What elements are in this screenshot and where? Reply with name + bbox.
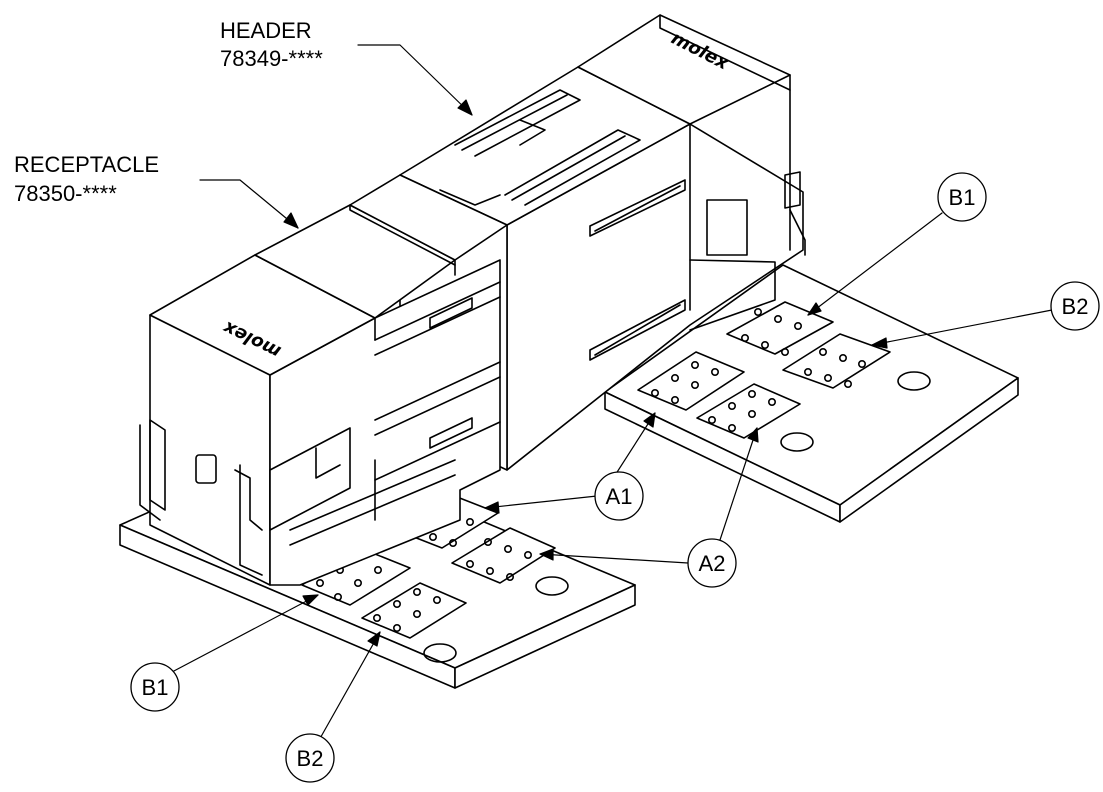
- right-pcb: [604, 264, 1019, 523]
- bubble-label: A1: [606, 484, 633, 509]
- pad-array-a1-right: [637, 351, 745, 411]
- pad-array-b2-right: [782, 333, 891, 389]
- bubble-b2-left: B2: [285, 733, 335, 783]
- receptacle-part-number: 78350-****: [14, 181, 117, 206]
- mounting-hole: [897, 371, 931, 391]
- pad-array-a2-right: [696, 383, 801, 439]
- header-title: HEADER: [220, 18, 312, 43]
- receptacle-connector: molex: [139, 174, 508, 586]
- bubble-b2-right: B2: [1050, 281, 1100, 331]
- receptacle-title: RECEPTACLE: [14, 152, 159, 177]
- bubble-label: B2: [1062, 294, 1089, 319]
- bubble-label: B1: [949, 185, 976, 210]
- bubble-a1: A1: [594, 471, 644, 521]
- pad-array-b1-right: [726, 301, 834, 356]
- leader-lines: [171, 44, 1053, 743]
- bubble-label: A2: [699, 551, 726, 576]
- bubble-label: B1: [142, 675, 169, 700]
- mounting-hole: [780, 432, 814, 452]
- pad-array-a2-left: [451, 527, 556, 584]
- bubble-a2: A2: [687, 538, 737, 588]
- receptacle-callout: RECEPTACLE 78350-****: [14, 152, 159, 206]
- bubble-b1-left: B1: [130, 662, 180, 712]
- bubble-b1-right: B1: [937, 172, 987, 222]
- pad-array-b2-left: [361, 582, 467, 639]
- mounting-hole: [423, 643, 457, 663]
- header-part-number: 78349-****: [220, 46, 323, 71]
- bubble-label: B2: [297, 746, 324, 771]
- mounting-hole: [535, 576, 569, 596]
- header-callout: HEADER 78349-****: [220, 18, 323, 71]
